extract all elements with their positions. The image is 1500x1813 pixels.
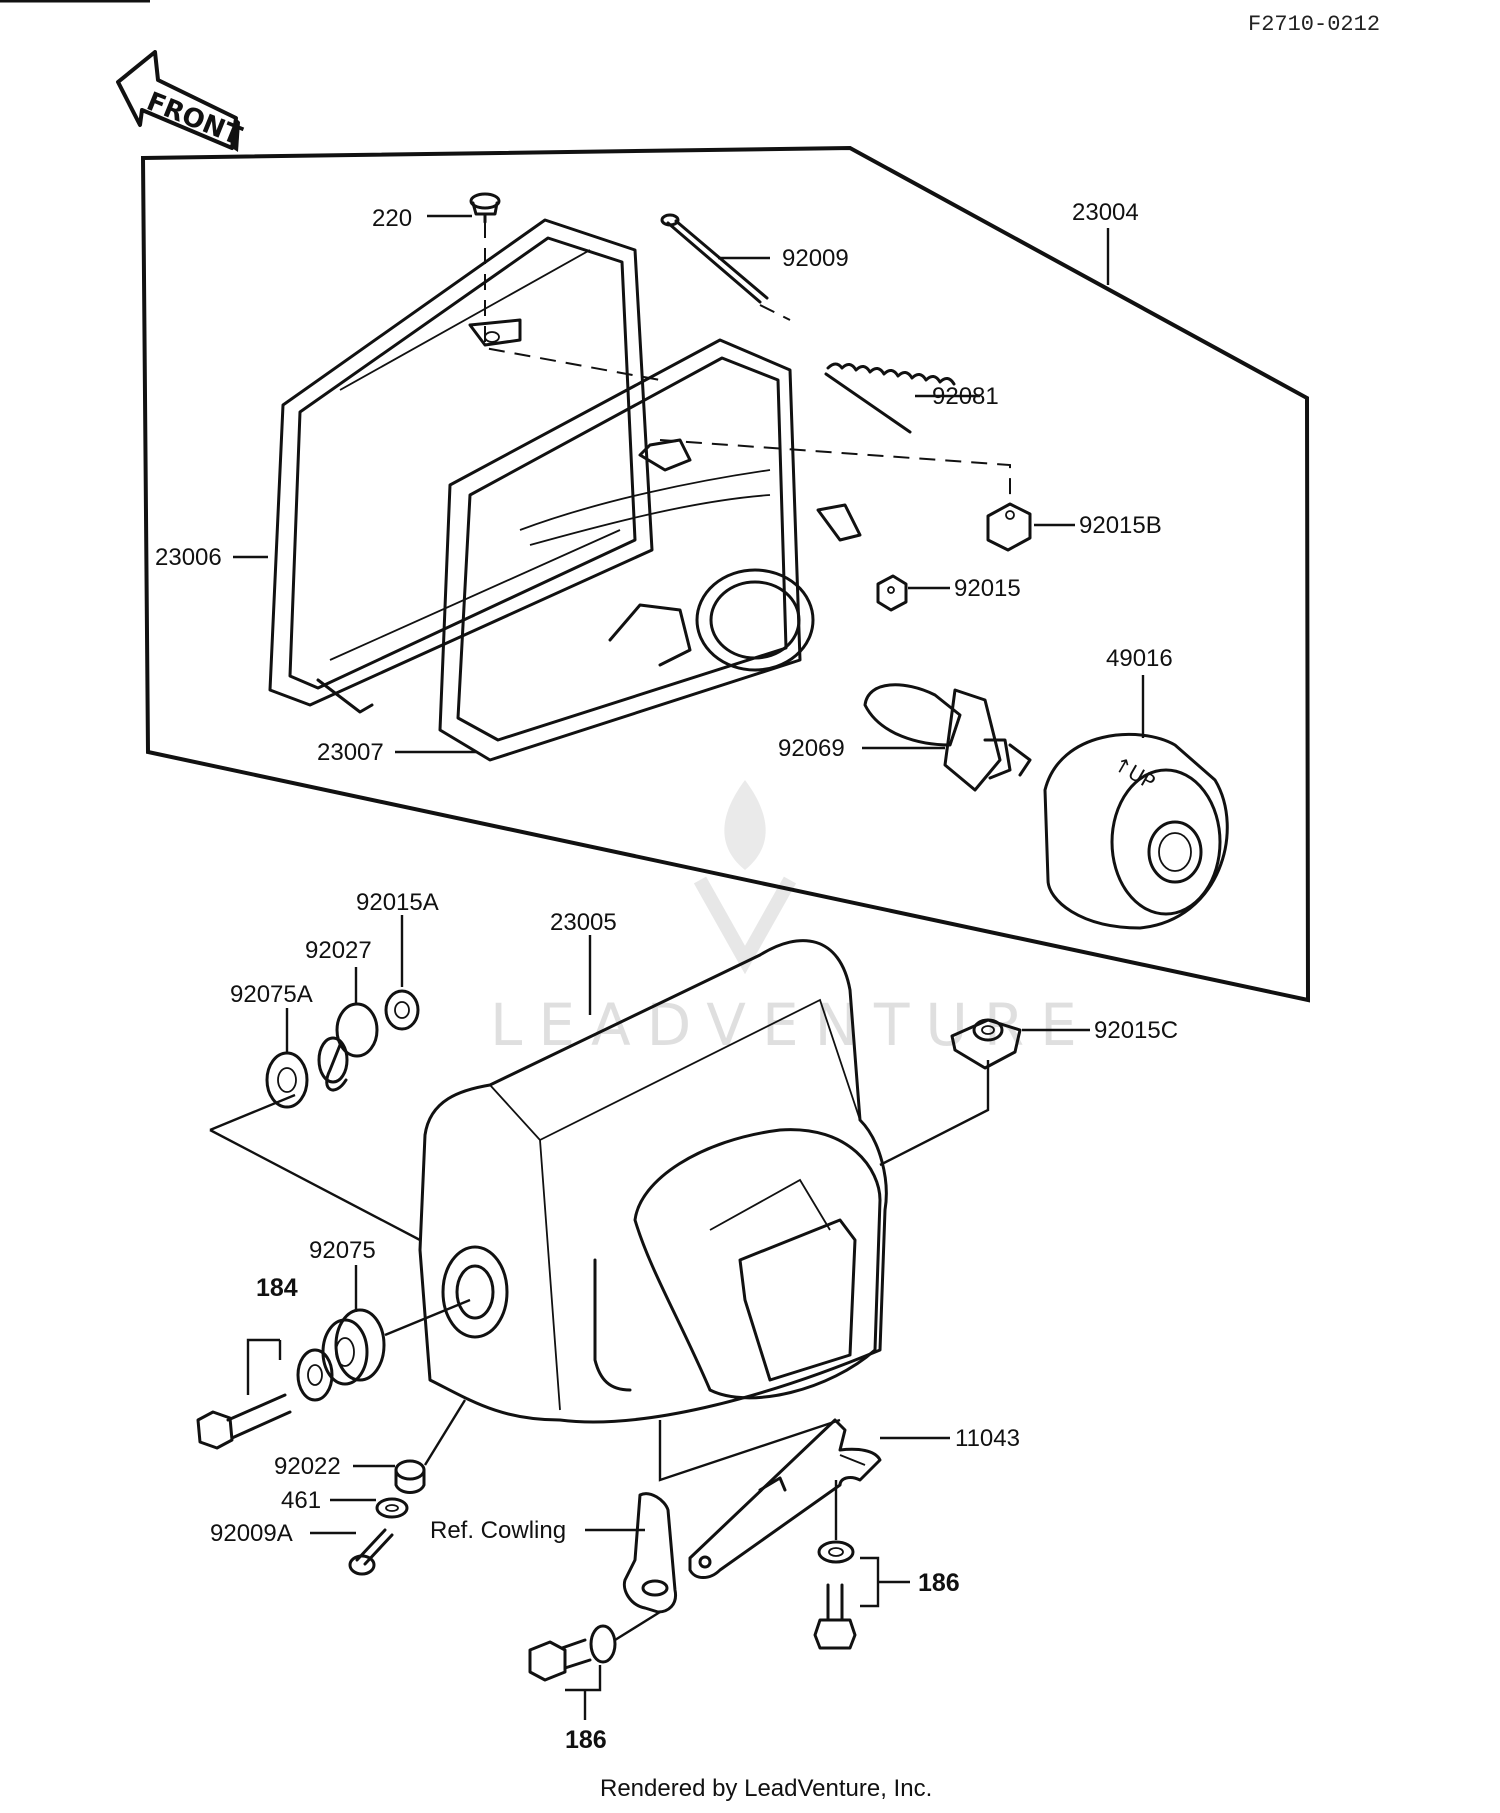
- label-92022: 92022: [274, 1453, 341, 1480]
- bolt-184: [196, 1348, 334, 1450]
- label-23004: 23004: [1072, 199, 1139, 226]
- nut-92015A: [384, 989, 420, 1031]
- screw-220: [469, 192, 501, 224]
- figure-reference: F2710-0212: [1248, 12, 1380, 37]
- label-ref-cowling: Ref. Cowling: [430, 1517, 566, 1544]
- label-92081: 92081: [932, 383, 999, 410]
- label-461: 461: [281, 1487, 321, 1514]
- label-184: 184: [256, 1274, 298, 1302]
- housing-23005: [418, 939, 888, 1424]
- washer-461: [375, 1497, 409, 1519]
- rim-23006: [268, 218, 654, 714]
- label-11043: 11043: [955, 1425, 1020, 1452]
- light-unit-23007: [438, 338, 862, 762]
- label-49016: 49016: [1106, 645, 1173, 672]
- label-92069: 92069: [778, 735, 845, 762]
- nut-92015B: [986, 502, 1032, 552]
- label-92075: 92075: [309, 1237, 376, 1264]
- front-arrow: FRONT: [116, 50, 246, 152]
- bolt-186-right: [813, 1540, 857, 1650]
- label-186-bottom: 186: [565, 1726, 607, 1754]
- cowling-bracket: [622, 1492, 678, 1614]
- label-92027: 92027: [305, 937, 372, 964]
- bracket-nut-92015C: [950, 1018, 1022, 1070]
- label-92075A: 92075A: [230, 981, 313, 1008]
- label-92015A: 92015A: [356, 889, 439, 916]
- label-23007: 23007: [317, 739, 384, 766]
- bulb-92069: [863, 683, 1032, 792]
- dust-boot-49016: ↑UP: [1043, 733, 1229, 930]
- footer-credit: Rendered by LeadVenture, Inc.: [600, 1775, 932, 1802]
- washer-92075A: [265, 1051, 309, 1109]
- label-92015C: 92015C: [1094, 1017, 1178, 1044]
- label-220: 220: [372, 205, 412, 232]
- label-92015B: 92015B: [1079, 512, 1162, 539]
- label-92009: 92009: [782, 245, 849, 272]
- label-92009A: 92009A: [210, 1520, 293, 1547]
- svg-text:↑UP: ↑UP: [1110, 752, 1160, 795]
- label-92015: 92015: [954, 575, 1021, 602]
- collar-92022: [394, 1459, 426, 1494]
- screw-92009: [660, 213, 769, 304]
- assembly-23004-outline: [140, 145, 1311, 1003]
- bolt-186-bottom: [528, 1624, 617, 1682]
- collar-92027: [317, 1002, 379, 1092]
- bracket-11043: [688, 1418, 882, 1579]
- label-186-right: 186: [918, 1569, 960, 1597]
- label-23006: 23006: [155, 544, 222, 571]
- nut-92015: [876, 574, 908, 612]
- screw-92009A: [348, 1528, 394, 1576]
- label-23005: 23005: [550, 909, 617, 936]
- spring-92081: [824, 362, 956, 434]
